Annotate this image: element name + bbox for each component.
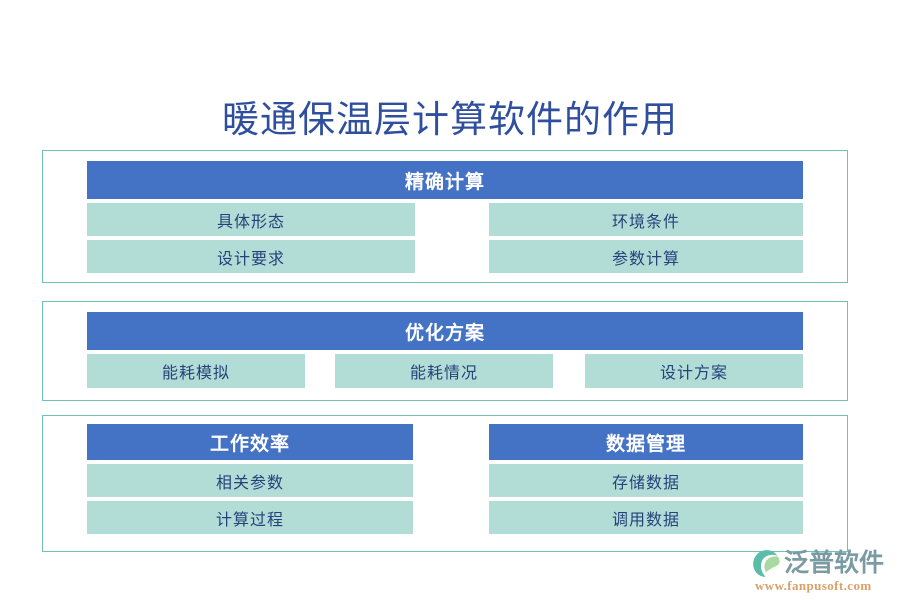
page-title: 暖通保温层计算软件的作用 — [222, 100, 678, 141]
section-2-item-1[interactable]: 能耗模拟 — [87, 354, 305, 388]
section-1-item-col2-row1[interactable]: 环境条件 — [489, 203, 803, 236]
fanpu-swoosh-icon — [753, 550, 780, 577]
logo-website-url: www.fanpusoft.com — [755, 578, 872, 593]
section-optimization-plan: 优化方案 能耗模拟 能耗情况 设计方案 — [42, 301, 848, 401]
logo-row: 泛普软件 — [752, 549, 884, 578]
section-2-header: 优化方案 — [87, 312, 803, 350]
section-3-group1-item-2[interactable]: 计算过程 — [87, 501, 413, 534]
section-2-item-3[interactable]: 设计方案 — [585, 354, 803, 388]
section-1-header: 精确计算 — [87, 161, 803, 199]
section-3-group2-item-2[interactable]: 调用数据 — [489, 501, 803, 534]
section-1-item-col2-row2[interactable]: 参数计算 — [489, 240, 803, 273]
brand-logo: 泛普软件 www.fanpusoft.com — [752, 549, 897, 595]
section-2-item-2[interactable]: 能耗情况 — [335, 354, 553, 388]
logo-company-name: 泛普软件 — [784, 550, 885, 577]
section-3-group1-item-1[interactable]: 相关参数 — [87, 464, 413, 497]
section-precise-calculation: 精确计算 具体形态 设计要求 环境条件 参数计算 — [42, 150, 848, 283]
section-3-group1-header: 工作效率 — [87, 424, 413, 460]
section-3-group2-header: 数据管理 — [489, 424, 803, 460]
section-efficiency-and-data: 工作效率 相关参数 计算过程 数据管理 存储数据 调用数据 — [42, 415, 848, 552]
section-3-group2-item-1[interactable]: 存储数据 — [489, 464, 803, 497]
section-1-item-col1-row1[interactable]: 具体形态 — [87, 203, 415, 236]
section-1-item-col1-row2[interactable]: 设计要求 — [87, 240, 415, 273]
